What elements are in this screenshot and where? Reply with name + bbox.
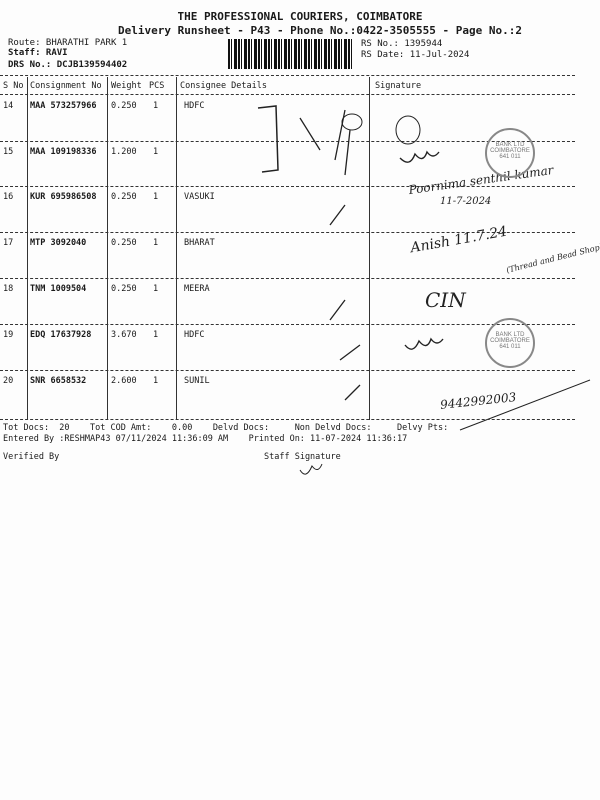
bank-stamp: BANK LTD COIMBATORE 641 011 bbox=[485, 318, 535, 368]
row-sno: 16 bbox=[3, 192, 14, 202]
divider bbox=[0, 75, 575, 76]
row-pcs: 1 bbox=[153, 101, 159, 111]
row-pcs: 1 bbox=[153, 330, 159, 340]
handwritten-date: 11-7-2024 bbox=[440, 196, 492, 207]
divider bbox=[107, 77, 108, 420]
col-consignment: Consignment No bbox=[30, 81, 102, 91]
totals-line: Tot Docs: 20 Tot COD Amt: 0.00 Delvd Doc… bbox=[3, 423, 449, 433]
row-consignee: VASUKI bbox=[184, 192, 215, 202]
row-sno: 17 bbox=[3, 238, 14, 248]
route: Route: BHARATHI PARK 1 bbox=[8, 38, 128, 48]
verified-by-label: Verified By bbox=[3, 452, 60, 462]
divider bbox=[176, 77, 177, 420]
row-weight: 0.250 bbox=[111, 192, 137, 202]
runsheet-title: Delivery Runsheet - P43 - Phone No.:0422… bbox=[118, 24, 522, 37]
row-sno: 19 bbox=[3, 330, 14, 340]
staff: Staff: RAVI bbox=[8, 48, 68, 58]
row-consignment-no: MAA 109198336 bbox=[30, 147, 97, 157]
bank-stamp: BANK LTD COIMBATORE 641 011 bbox=[485, 128, 535, 178]
divider bbox=[0, 419, 575, 420]
row-divider bbox=[0, 141, 575, 142]
divider bbox=[27, 77, 28, 420]
row-consignment-no: TNM 1009504 bbox=[30, 284, 87, 294]
row-pcs: 1 bbox=[153, 376, 159, 386]
row-consignment-no: EDQ 17637928 bbox=[30, 330, 92, 340]
row-divider bbox=[0, 278, 575, 279]
row-consignment-no: MAA 573257966 bbox=[30, 101, 97, 111]
row-weight: 2.600 bbox=[111, 376, 137, 386]
col-sno: S No bbox=[3, 81, 24, 91]
col-pcs: PCS bbox=[149, 81, 165, 91]
row-weight: 0.250 bbox=[111, 284, 137, 294]
row-pcs: 1 bbox=[153, 192, 159, 202]
staff-signature-label: Staff Signature bbox=[264, 452, 341, 462]
row-consignment-no: SNR 6658532 bbox=[30, 376, 87, 386]
entered-by-line: Entered By :RESHMAP43 07/11/2024 11:36:0… bbox=[3, 434, 408, 444]
row-consignment-no: KUR 695986508 bbox=[30, 192, 97, 202]
row-pcs: 1 bbox=[153, 284, 159, 294]
row-divider bbox=[0, 232, 575, 233]
col-signature: Signature bbox=[375, 81, 422, 91]
rs-number: RS No.: 1395944 bbox=[361, 39, 443, 49]
row-divider bbox=[0, 324, 575, 325]
row-consignee: SUNIL bbox=[184, 376, 210, 386]
row-consignee: BHARAT bbox=[184, 238, 215, 248]
row-divider bbox=[0, 370, 575, 371]
row-sno: 14 bbox=[3, 101, 14, 111]
row-consignee: HDFC bbox=[184, 101, 205, 111]
rs-date: RS Date: 11-Jul-2024 bbox=[361, 50, 470, 60]
row-weight: 1.200 bbox=[111, 147, 137, 157]
row-sno: 15 bbox=[3, 147, 14, 157]
company-name: THE PROFESSIONAL COURIERS, COIMBATORE bbox=[177, 10, 423, 23]
row-weight: 0.250 bbox=[111, 101, 137, 111]
row-pcs: 1 bbox=[153, 147, 159, 157]
row-sno: 18 bbox=[3, 284, 14, 294]
barcode bbox=[228, 39, 352, 69]
row-consignee: MEERA bbox=[184, 284, 210, 294]
row-weight: 0.250 bbox=[111, 238, 137, 248]
divider bbox=[369, 77, 370, 420]
row-pcs: 1 bbox=[153, 238, 159, 248]
row-divider bbox=[0, 186, 575, 187]
row-weight: 3.670 bbox=[111, 330, 137, 340]
divider bbox=[0, 94, 575, 95]
col-weight: Weight bbox=[111, 81, 142, 91]
handwritten-signature: CIN bbox=[425, 288, 466, 312]
col-consignee: Consignee Details bbox=[180, 81, 267, 91]
row-consignee: HDFC bbox=[184, 330, 205, 340]
row-consignment-no: MTP 3092040 bbox=[30, 238, 87, 248]
drs-number: DRS No.: DCJB139594402 bbox=[8, 60, 128, 70]
row-sno: 20 bbox=[3, 376, 14, 386]
